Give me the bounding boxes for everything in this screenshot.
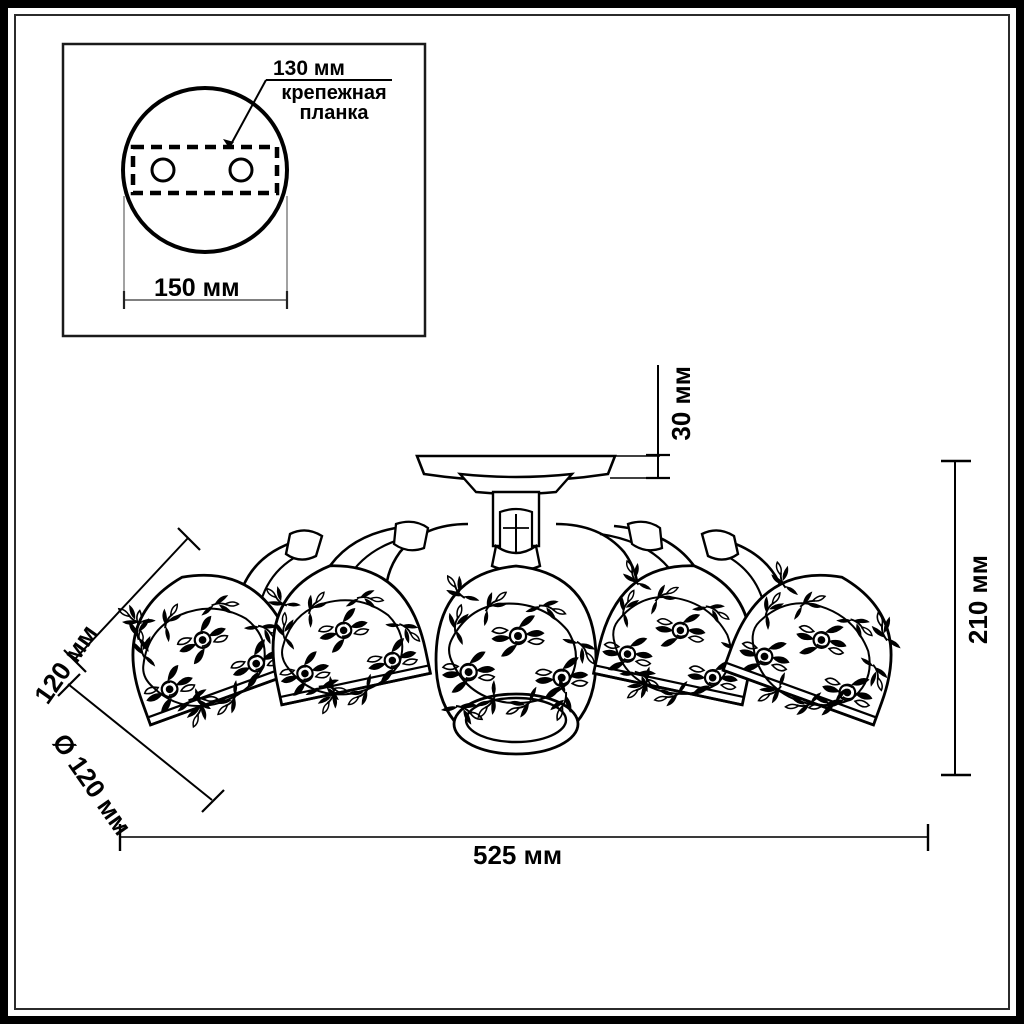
- screw-hole: [150, 157, 176, 183]
- dimension-label-150mm: 150 мм: [154, 274, 240, 302]
- mounting-plate-label-line1: крепежная: [281, 82, 387, 104]
- arm-saddle: [284, 529, 324, 561]
- shade-rim-edge: [593, 671, 743, 707]
- arm-saddle: [626, 520, 664, 552]
- shade-opening-inner: [464, 696, 568, 744]
- arm-saddle: [700, 529, 740, 561]
- light-fixture-group: [107, 454, 919, 756]
- mounting-plate-label: крепежная планка: [254, 83, 414, 124]
- mounting-bar-dashed: [130, 144, 280, 196]
- leader-line-diagonal: [228, 79, 267, 149]
- dimension-label-525mm: 525 мм: [473, 840, 563, 870]
- mounting-plate-label-line2: планка: [299, 102, 369, 125]
- dimension-tick: [177, 527, 201, 551]
- dimension-210mm: [941, 459, 971, 777]
- dimension-line: [73, 537, 189, 661]
- dimension-label-130mm: 130 мм: [273, 57, 345, 80]
- dimension-120mm-height: [63, 527, 201, 673]
- shade-rim-line: [279, 664, 430, 699]
- ceiling-base-circle: [121, 86, 289, 254]
- mounting-plate-detail-group: [61, 42, 427, 338]
- shade-rim-line: [725, 661, 877, 719]
- shade-rim-edge: [722, 669, 874, 727]
- shade-inner-left: [256, 550, 438, 727]
- dimension-label-210mm: 210 мм: [963, 555, 993, 645]
- shade-outer-right: [721, 550, 919, 746]
- leader-arrowhead: [223, 139, 234, 148]
- dimension-tick: [201, 789, 225, 813]
- dimension-525mm: [118, 824, 930, 851]
- screw-hole: [228, 157, 254, 183]
- inner-border-frame: [14, 14, 1010, 1010]
- arm-saddle: [392, 520, 430, 552]
- shade-rim-line: [594, 664, 745, 699]
- dimension-label-30mm: 30 мм: [666, 366, 696, 441]
- dimension-30mm: [610, 365, 670, 480]
- shade-rim-edge: [281, 671, 431, 707]
- dimension-tick: [57, 673, 81, 697]
- dimension-120mm-diameter: [57, 673, 225, 813]
- dimension-tick: [63, 649, 87, 673]
- dimension-line: [67, 683, 213, 801]
- shade-center: [434, 564, 601, 756]
- shade-rim-line: [147, 661, 299, 719]
